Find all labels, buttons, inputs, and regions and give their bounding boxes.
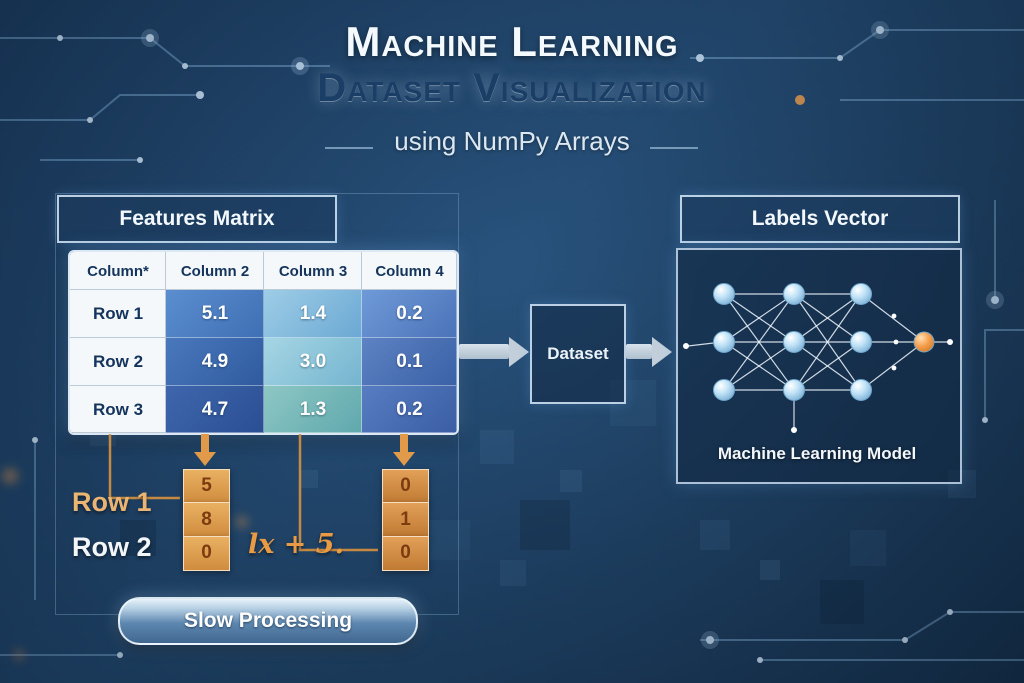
arrow-dataset-to-model: [626, 344, 652, 359]
orange-glow: [2, 468, 18, 484]
subtitle: using NumPy Arrays: [394, 126, 630, 156]
row-label-3: Row 3: [70, 386, 166, 433]
slow-processing-button-label: Slow Processing: [183, 609, 353, 632]
subtitle-rule-left: [325, 147, 373, 149]
nn-node: [713, 379, 735, 401]
bg-square: [560, 470, 582, 492]
table-cell: 0.2: [362, 290, 457, 338]
vector-column-left: 5 8 0: [183, 468, 230, 571]
arrow-matrix-to-dataset: [459, 344, 509, 359]
vector-cell: 0: [183, 535, 230, 571]
vector-cell: 0: [382, 535, 429, 571]
column-header-1: Column*: [70, 252, 166, 290]
table-cell: 1.4: [264, 290, 362, 338]
vector-row1-label: Row 1: [72, 487, 152, 517]
table-cell: 0.1: [362, 338, 457, 386]
bg-square: [430, 520, 470, 560]
column-header-3: Column 3: [264, 252, 362, 290]
formula-text: lx + 5.: [248, 529, 344, 560]
title-line-1: Machine Learning: [345, 18, 679, 65]
row-label-2: Row 2: [70, 338, 166, 386]
vector-cell: 5: [183, 468, 230, 504]
nn-node: [783, 331, 805, 353]
title-line-2: Dataset Visualization: [317, 66, 707, 110]
table-cell: 5.1: [166, 290, 264, 338]
table-cell: 4.9: [166, 338, 264, 386]
nn-node: [713, 331, 735, 353]
table-cell: 1.3: [264, 386, 362, 433]
nn-node: [783, 379, 805, 401]
vector-column-right: 0 1 0: [382, 468, 429, 571]
table-cell: 3.0: [264, 338, 362, 386]
table-cell: 4.7: [166, 386, 264, 433]
bg-square: [850, 530, 886, 566]
model-caption: Machine Learning Model: [717, 444, 917, 463]
orange-glow: [14, 650, 24, 660]
features-table: Column* Column 2 Column 3 Column 4 Row 1…: [68, 250, 459, 435]
neural-network-diagram: [683, 283, 953, 433]
nn-output-node: [913, 331, 935, 353]
arrow-dataset-to-model-head: [652, 337, 672, 367]
nn-node: [850, 379, 872, 401]
vector-cell: 0: [382, 468, 429, 504]
arrow-matrix-to-dataset-head: [509, 337, 529, 367]
column-header-4: Column 4: [362, 252, 457, 290]
orange-glow: [236, 516, 248, 528]
vector-cell: 8: [183, 502, 230, 537]
nn-node: [783, 283, 805, 305]
bg-square: [500, 560, 526, 586]
row-label-1: Row 1: [70, 290, 166, 338]
labels-vector-header: Labels Vector: [680, 195, 960, 243]
subtitle-rule-right: [650, 147, 698, 149]
bg-square-dark: [820, 580, 864, 624]
bg-square: [480, 430, 514, 464]
table-cell: 0.2: [362, 386, 457, 433]
bg-square-dark: [120, 520, 156, 556]
column-header-2: Column 2: [166, 252, 264, 290]
vector-cell: 1: [382, 502, 429, 537]
dataset-box: Dataset: [530, 304, 626, 404]
bg-square: [700, 520, 730, 550]
nn-node: [713, 283, 735, 305]
vector-row2-label: Row 2: [72, 532, 152, 562]
dataset-label: Dataset: [547, 344, 609, 363]
labels-vector-header-label: Labels Vector: [751, 207, 889, 230]
bg-square-dark: [520, 500, 570, 550]
bg-square: [760, 560, 780, 580]
features-matrix-header: Features Matrix: [57, 195, 337, 243]
orange-circuit-dot: [795, 95, 805, 105]
nn-node: [850, 331, 872, 353]
slow-processing-button[interactable]: Slow Processing: [118, 597, 418, 645]
features-matrix-header-label: Features Matrix: [119, 207, 275, 230]
nn-node: [850, 283, 872, 305]
